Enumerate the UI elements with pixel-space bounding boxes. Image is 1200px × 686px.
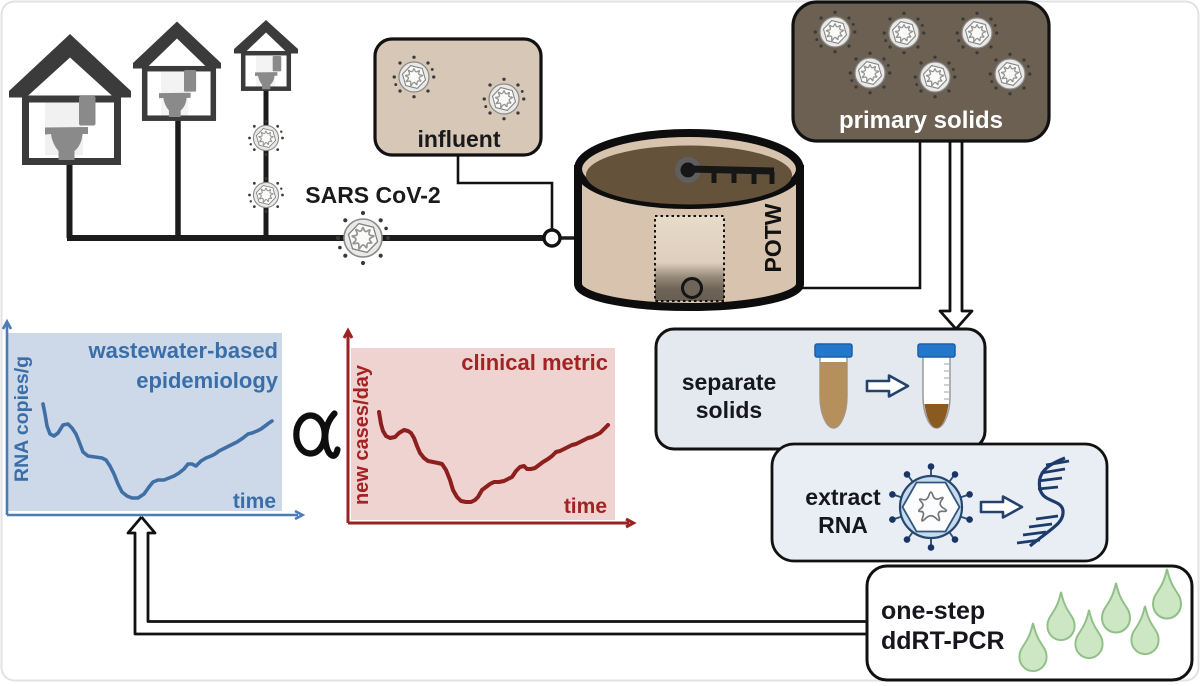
svg-text:clinical metric: clinical metric bbox=[461, 350, 608, 375]
svg-text:one-step: one-step bbox=[881, 597, 985, 625]
svg-text:primary solids: primary solids bbox=[839, 107, 1003, 134]
svg-text:ddRT-PCR: ddRT-PCR bbox=[881, 627, 1005, 655]
svg-text:time: time bbox=[564, 495, 607, 518]
svg-text:influent: influent bbox=[417, 126, 500, 152]
svg-text:SARS CoV-2: SARS CoV-2 bbox=[305, 182, 440, 208]
svg-text:extract: extract bbox=[805, 484, 881, 510]
svg-text:new cases/day: new cases/day bbox=[351, 364, 373, 505]
svg-text:POTW: POTW bbox=[760, 203, 786, 272]
svg-text:RNA copies/g: RNA copies/g bbox=[11, 356, 33, 482]
svg-text:solids: solids bbox=[696, 397, 762, 423]
svg-text:RNA: RNA bbox=[818, 512, 868, 538]
svg-text:wastewater-based: wastewater-based bbox=[87, 338, 278, 363]
svg-text:epidemiology: epidemiology bbox=[136, 368, 279, 393]
svg-text:time: time bbox=[233, 490, 276, 513]
svg-text:separate: separate bbox=[682, 369, 777, 395]
